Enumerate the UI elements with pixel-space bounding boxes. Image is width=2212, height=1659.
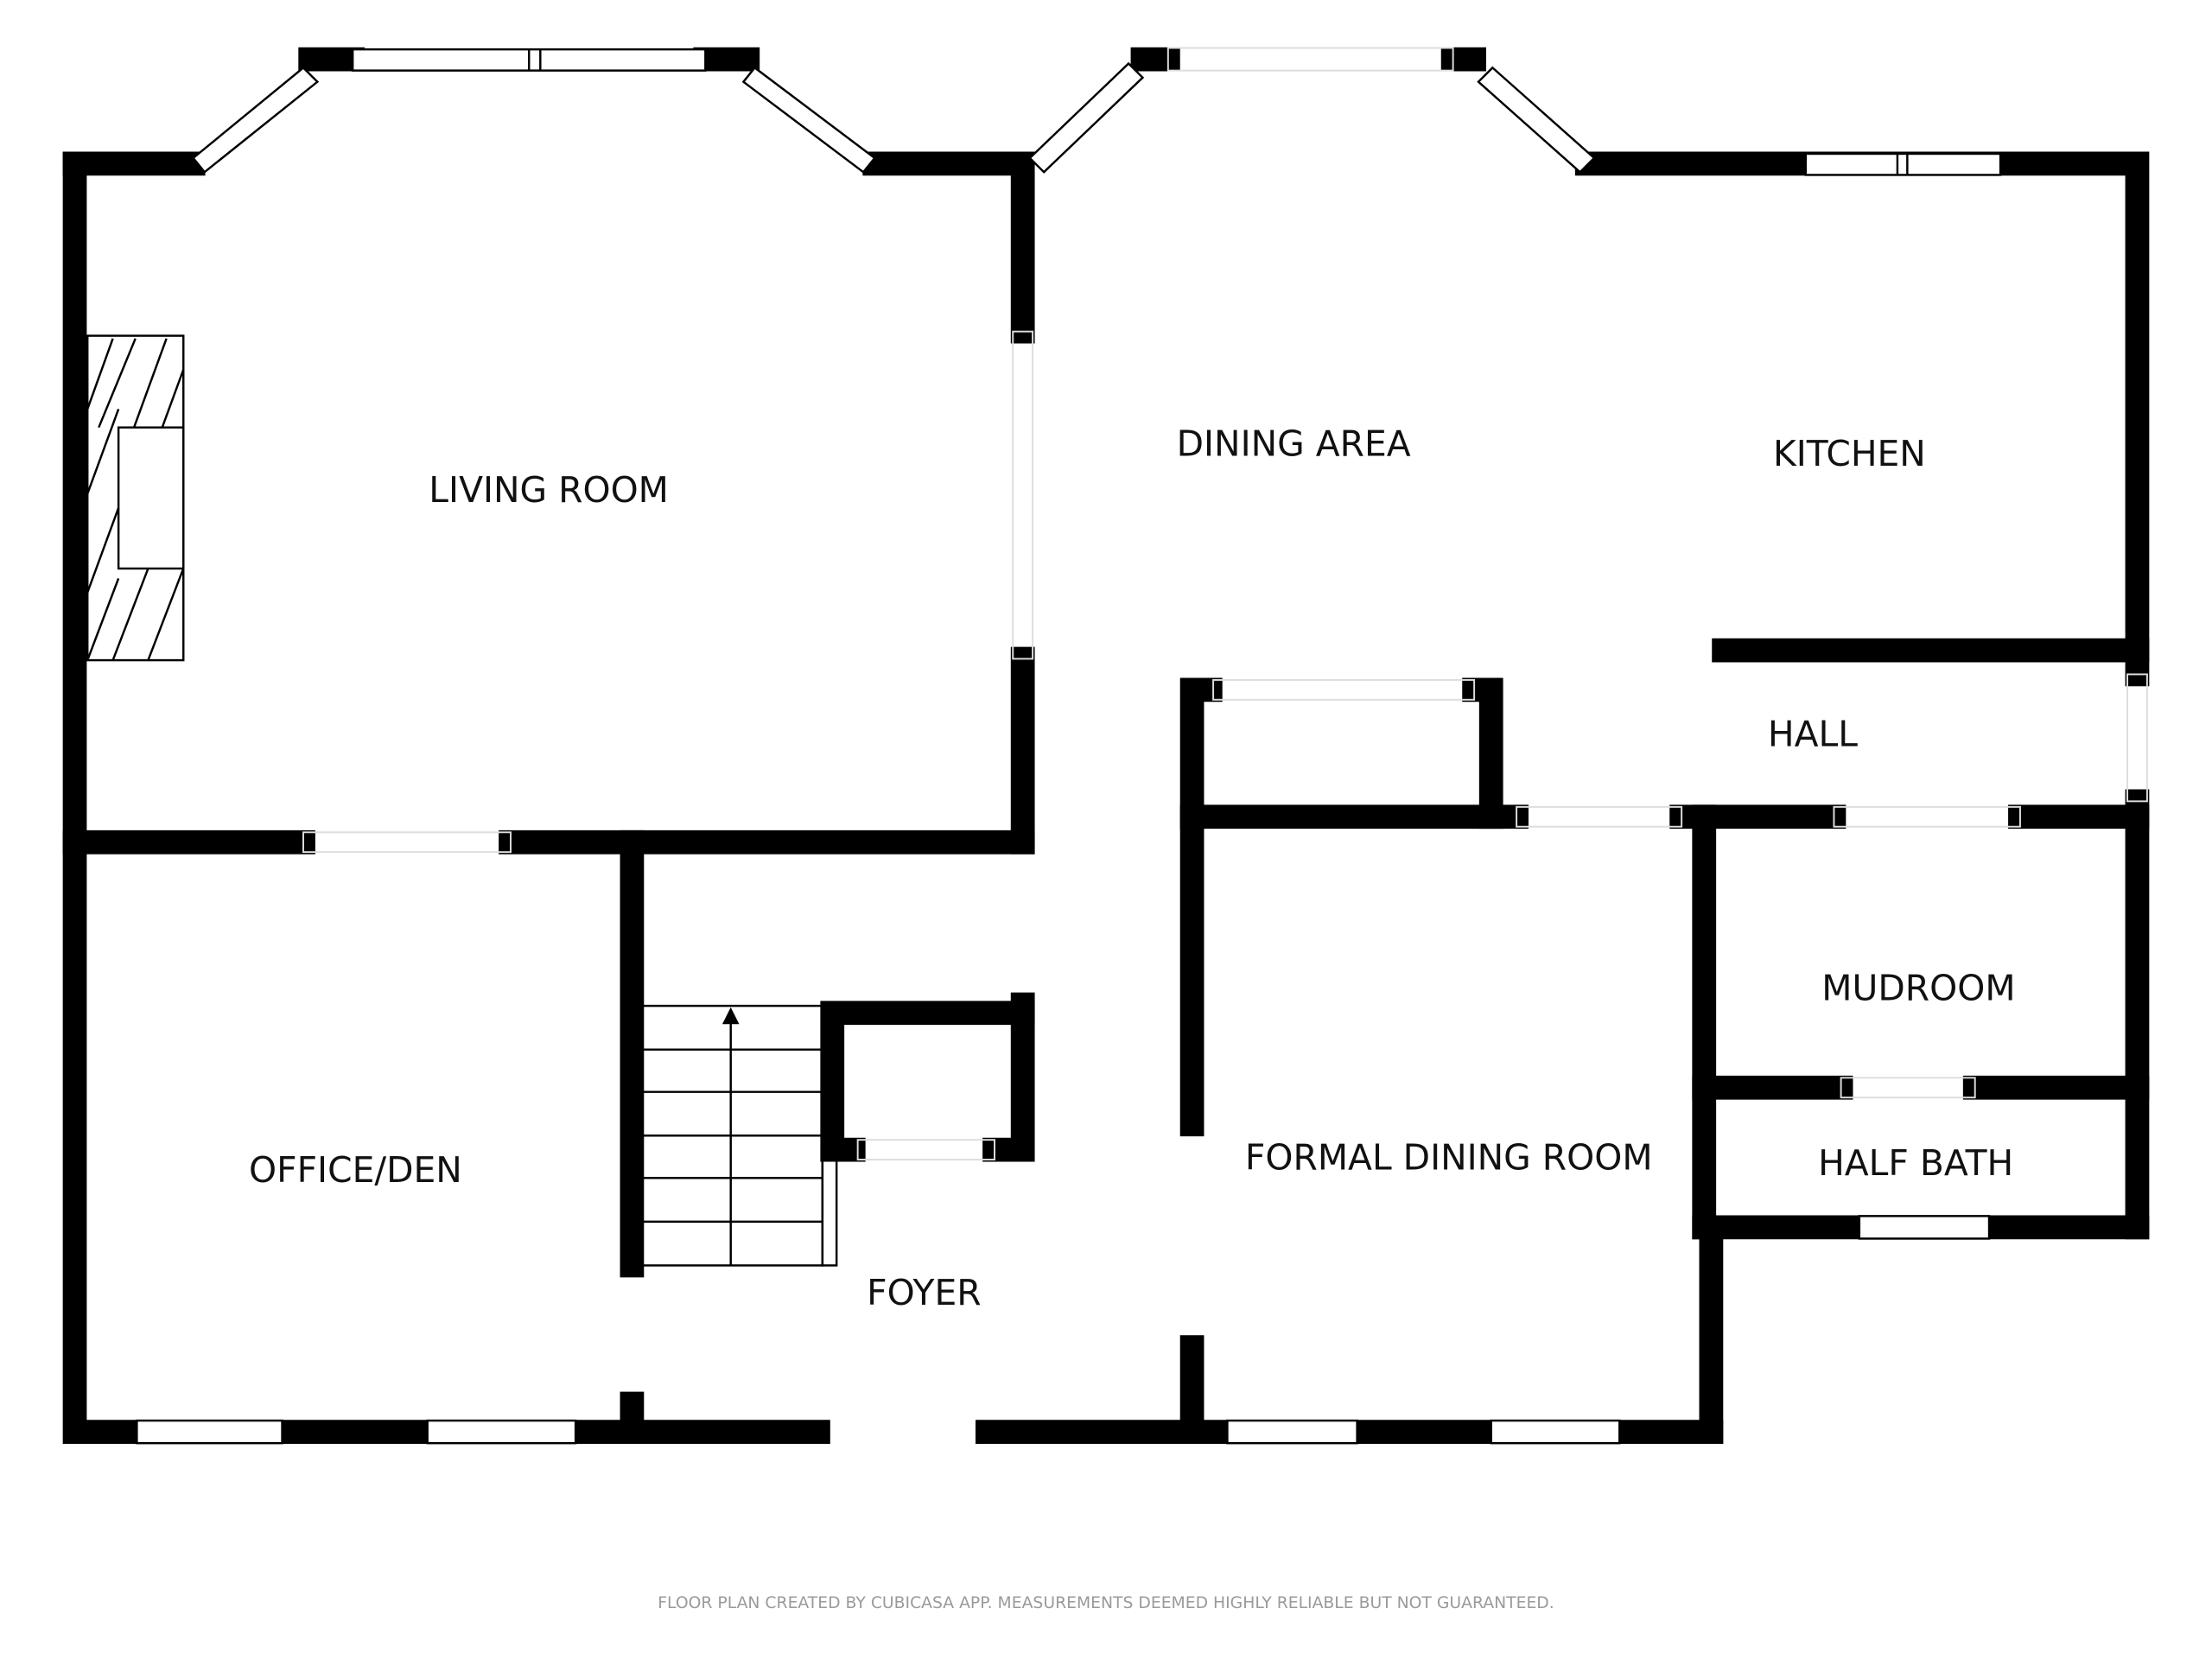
- room-label-formal-dining-room: FORMAL DINING ROOM: [1245, 1136, 1653, 1178]
- windows: [136, 47, 2148, 1445]
- room-label-hall: HALL: [1768, 714, 1858, 755]
- room-label-mudroom: MUDROOM: [1821, 968, 2015, 1009]
- stairs-up-arrow-icon: [721, 1007, 740, 1025]
- room-label-foyer: FOYER: [867, 1272, 981, 1313]
- room-label-office-den: OFFICE/DEN: [249, 1149, 462, 1191]
- room-label-half-bath: HALF BATH: [1818, 1142, 2013, 1184]
- fireplace: [86, 334, 185, 662]
- room-label-living-room: LIVING ROOM: [429, 469, 669, 511]
- room-label-kitchen: KITCHEN: [1773, 433, 1926, 474]
- stairs: [640, 1004, 838, 1267]
- room-label-dining-area: DINING AREA: [1177, 423, 1411, 464]
- footer-disclaimer: FLOOR PLAN CREATED BY CUBICASA APP. MEAS…: [658, 1594, 1554, 1612]
